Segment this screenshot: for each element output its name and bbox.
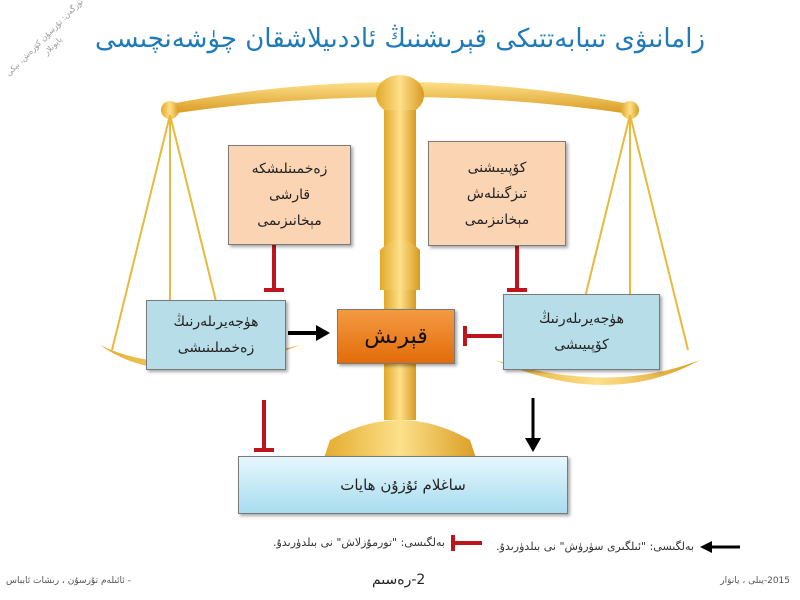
inhibit-connector-to-healthy xyxy=(254,400,274,452)
scale-pillar xyxy=(320,75,480,470)
inhibit-connector-left xyxy=(264,245,284,292)
promote-arrow-to-healthy xyxy=(525,398,541,452)
footer-authors: - ئائىلەم تۇرسۇن ، رىشات ئابباس xyxy=(6,576,131,586)
box-line: كۆپىيىشنى xyxy=(467,159,527,176)
box-line: زەخمىنلىشكە xyxy=(251,161,328,177)
legend-inhibit-icon xyxy=(451,535,482,551)
box-line: قارشى xyxy=(268,187,311,203)
promote-arrow-left-to-aging xyxy=(288,325,330,341)
box-line: زەخمىلىنىشى xyxy=(177,340,255,356)
box-line: مېخانىزىمى xyxy=(257,213,322,229)
healthy-long-life-box: ساغلام ئۇزۇن ھايات xyxy=(238,456,568,514)
inhibit-connector-right xyxy=(507,245,527,292)
footer-date: 2015-يىلى ، يانۋار xyxy=(720,576,790,586)
legend-arrow-icon xyxy=(700,541,740,553)
right-pan-dish xyxy=(495,360,700,385)
page-title: زامانىۋى تىبابەتتىكى قېرىشنىڭ ئاددىيلاشق… xyxy=(94,24,705,54)
box-line: كۆپىيىشى xyxy=(554,337,609,353)
cell-inflammation-box: ھۈجەيرىلەرنىڭ زەخمىلىنىشى xyxy=(146,300,286,370)
aging-box: قېرىش xyxy=(337,309,455,364)
legend-inhibit-label: بەلگىسى: "تورمۇزلاش" نى بىلدۈرىدۇ. xyxy=(273,536,445,549)
scale-beam xyxy=(161,82,639,119)
cell-proliferation-box: ھۈجەيرىلەرنىڭ كۆپىيىشى xyxy=(503,294,660,370)
inhibit-connector-right-to-aging xyxy=(463,326,502,346)
box-line: مېخانىزىمى xyxy=(464,211,530,228)
figure-number: 2-رەسىم xyxy=(372,572,426,588)
proliferation-control-mechanism-box: كۆپىيىشنى تىزگىنلەش مېخانىزىمى xyxy=(428,141,566,246)
box-line: ھۈجەيرىلەرنىڭ xyxy=(173,314,259,330)
box-line: تىزگىنلەش xyxy=(466,185,528,202)
box-line: ھۈجەيرىلەرنىڭ xyxy=(538,311,625,327)
anti-inflammation-mechanism-box: زەخمىنلىشكە قارشى مېخانىزىمى xyxy=(228,145,351,245)
legend-arrow-label: بەلگىسى: "ئىلگىرى سۈرۈش" نى بىلدۈرىدۇ. xyxy=(496,540,694,553)
